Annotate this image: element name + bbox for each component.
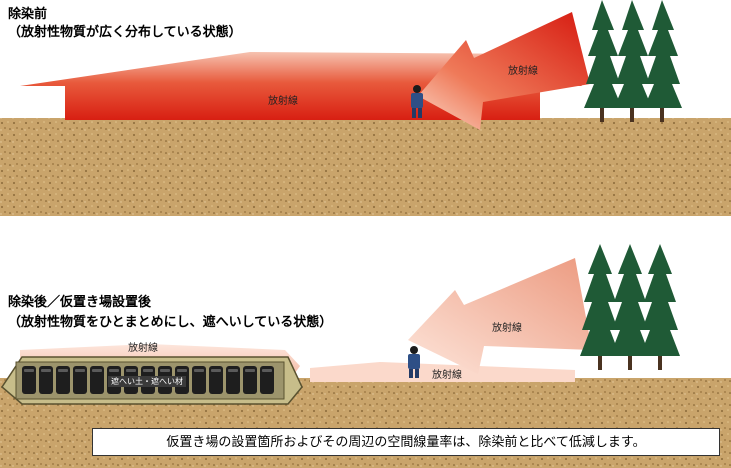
shielding-label: 遮へい土・遮へい材 <box>108 376 186 387</box>
radiation-label-ground: 放射線 <box>432 370 462 381</box>
after-title: 除染後／仮置き場設置後 <box>8 295 152 310</box>
soil-bag <box>260 366 274 394</box>
tree-icon <box>610 244 650 370</box>
radiation-arrow-ground-after <box>310 362 575 382</box>
tree-icon <box>644 0 682 122</box>
radiation-arrow-forest-after <box>408 258 592 374</box>
soil-bag <box>243 366 257 394</box>
before-title: 除染前 <box>8 7 48 22</box>
soil-bag <box>73 366 87 394</box>
forest-after <box>580 244 680 370</box>
soil-bag <box>22 366 36 394</box>
radiation-arrow-forest-before <box>418 12 590 130</box>
soil-bag <box>192 366 206 394</box>
soil-bag <box>39 366 53 394</box>
forest-before <box>584 0 682 122</box>
note-box: 仮置き場の設置箇所およびその周辺の空間線量率は、除染前と比べて低減します。 <box>92 428 720 456</box>
soil-bag <box>226 366 240 394</box>
tree-icon <box>580 244 620 370</box>
after-subtitle: （放射性物質をひとまとめにし、遮へいしている状態） <box>8 315 333 330</box>
person-icon <box>408 346 420 378</box>
person-icon <box>411 85 423 118</box>
ground-before <box>0 118 731 216</box>
tree-icon <box>640 244 680 370</box>
soil-bag <box>90 366 104 394</box>
before-subtitle: （放射性物質が広く分布している状態） <box>8 25 242 40</box>
radiation-label-forest: 放射線 <box>492 323 522 334</box>
tree-icon <box>614 0 652 122</box>
tree-icon <box>584 0 622 122</box>
radiation-label-forest: 放射線 <box>508 66 538 77</box>
radiation-label-area: 放射線 <box>268 96 298 107</box>
radiation-label-storage: 放射線 <box>128 343 158 354</box>
soil-bag <box>209 366 223 394</box>
soil-bag <box>56 366 70 394</box>
